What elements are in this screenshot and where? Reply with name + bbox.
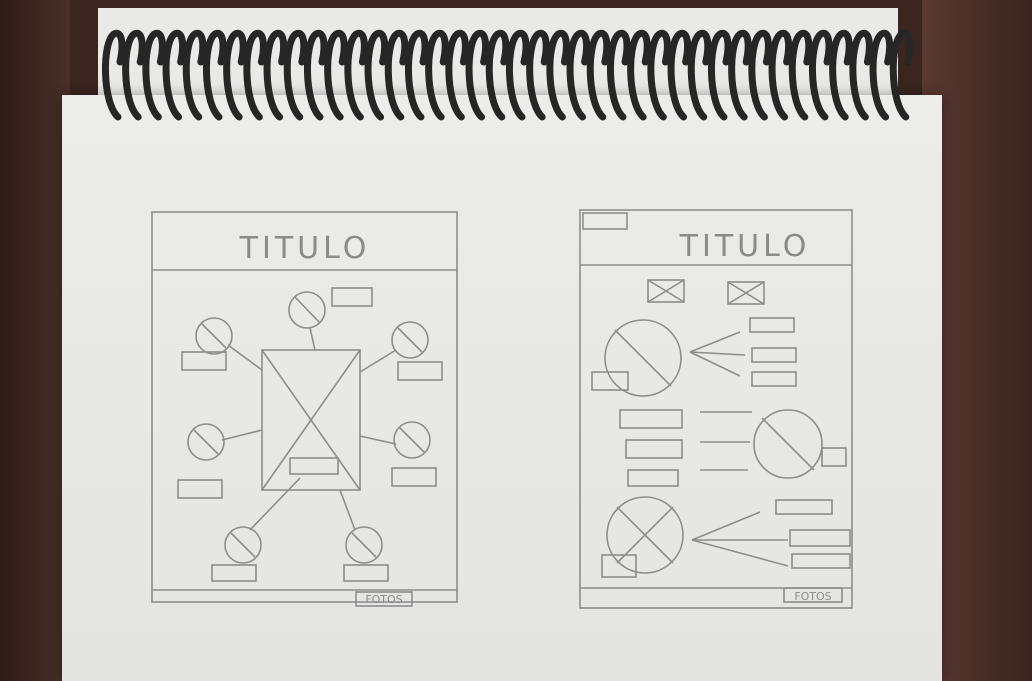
right-wireframe bbox=[580, 210, 852, 608]
left-title: TITULO bbox=[239, 231, 371, 266]
left-footer: FOTOS bbox=[365, 593, 402, 606]
left-wireframe bbox=[152, 212, 457, 606]
image-placeholder-icon bbox=[262, 350, 360, 490]
pie-chart-sketch-icon bbox=[178, 288, 442, 581]
right-footer: FOTOS bbox=[794, 590, 831, 603]
right-title: TITULO bbox=[679, 229, 811, 264]
pie-chart-sketch-icon bbox=[592, 320, 846, 577]
image-placeholder-icon bbox=[648, 280, 764, 304]
